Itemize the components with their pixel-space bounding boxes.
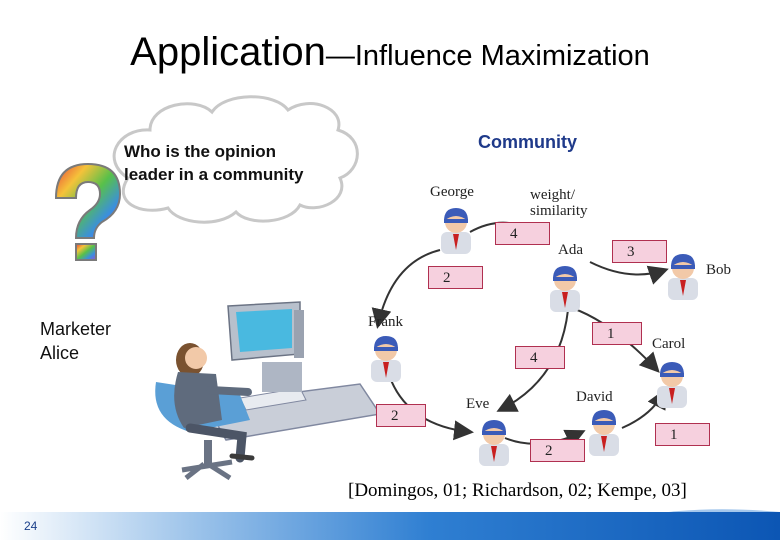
cloud-question-text: Who is the opinion leader in a community [124,142,304,184]
citation: [Domingos, 01; Richardson, 02; Kempe, 03… [348,480,687,501]
weight-ada-eve: 4 [515,346,565,369]
edge-ada-eve [496,309,569,412]
weight-david-carol: 1 [655,423,710,446]
page-number: 24 [24,519,38,533]
marketer-label: Marketer Alice [40,317,130,365]
person-david-icon [589,410,619,456]
weight-eve-david: 2 [530,439,585,462]
person-bob-icon [668,254,698,300]
person-eve-icon [479,420,509,466]
node-label-carol: Carol [652,336,686,352]
person-frank-icon [371,336,401,382]
page-title: Application—Influence Maximization [0,30,780,75]
node-label-george: George [430,184,474,200]
node-label-ada: Ada [558,242,583,258]
person-carol-icon [657,362,687,408]
thought-cloud [112,95,359,224]
node-label-david: David [576,389,613,405]
weight-ada-carol: 1 [592,322,642,345]
edge-legend-label: weight/ similarity [530,187,588,219]
weight-george-ada: 4 [495,222,550,245]
title-main: Application [130,30,326,74]
weight-ada-bob: 3 [612,240,667,263]
title-sub: —Influence Maximization [325,40,650,72]
marketer-alice-illustration [155,301,382,481]
node-label-bob: Bob [706,262,732,278]
edge-ada-bob [589,261,669,285]
footer-bar [0,512,780,540]
weight-frank-eve: 2 [376,404,426,427]
community-label: Community [478,132,577,152]
weight-george-frank: 2 [428,266,483,289]
question-mark-icon [54,162,122,261]
person-george-icon [441,208,471,254]
node-label-eve: Eve [466,396,490,412]
person-ada-icon [550,266,580,312]
node-label-frank: Frank [368,314,403,330]
marketer-label-text: Marketer Alice [40,319,112,363]
edge-george-frank [371,249,441,329]
